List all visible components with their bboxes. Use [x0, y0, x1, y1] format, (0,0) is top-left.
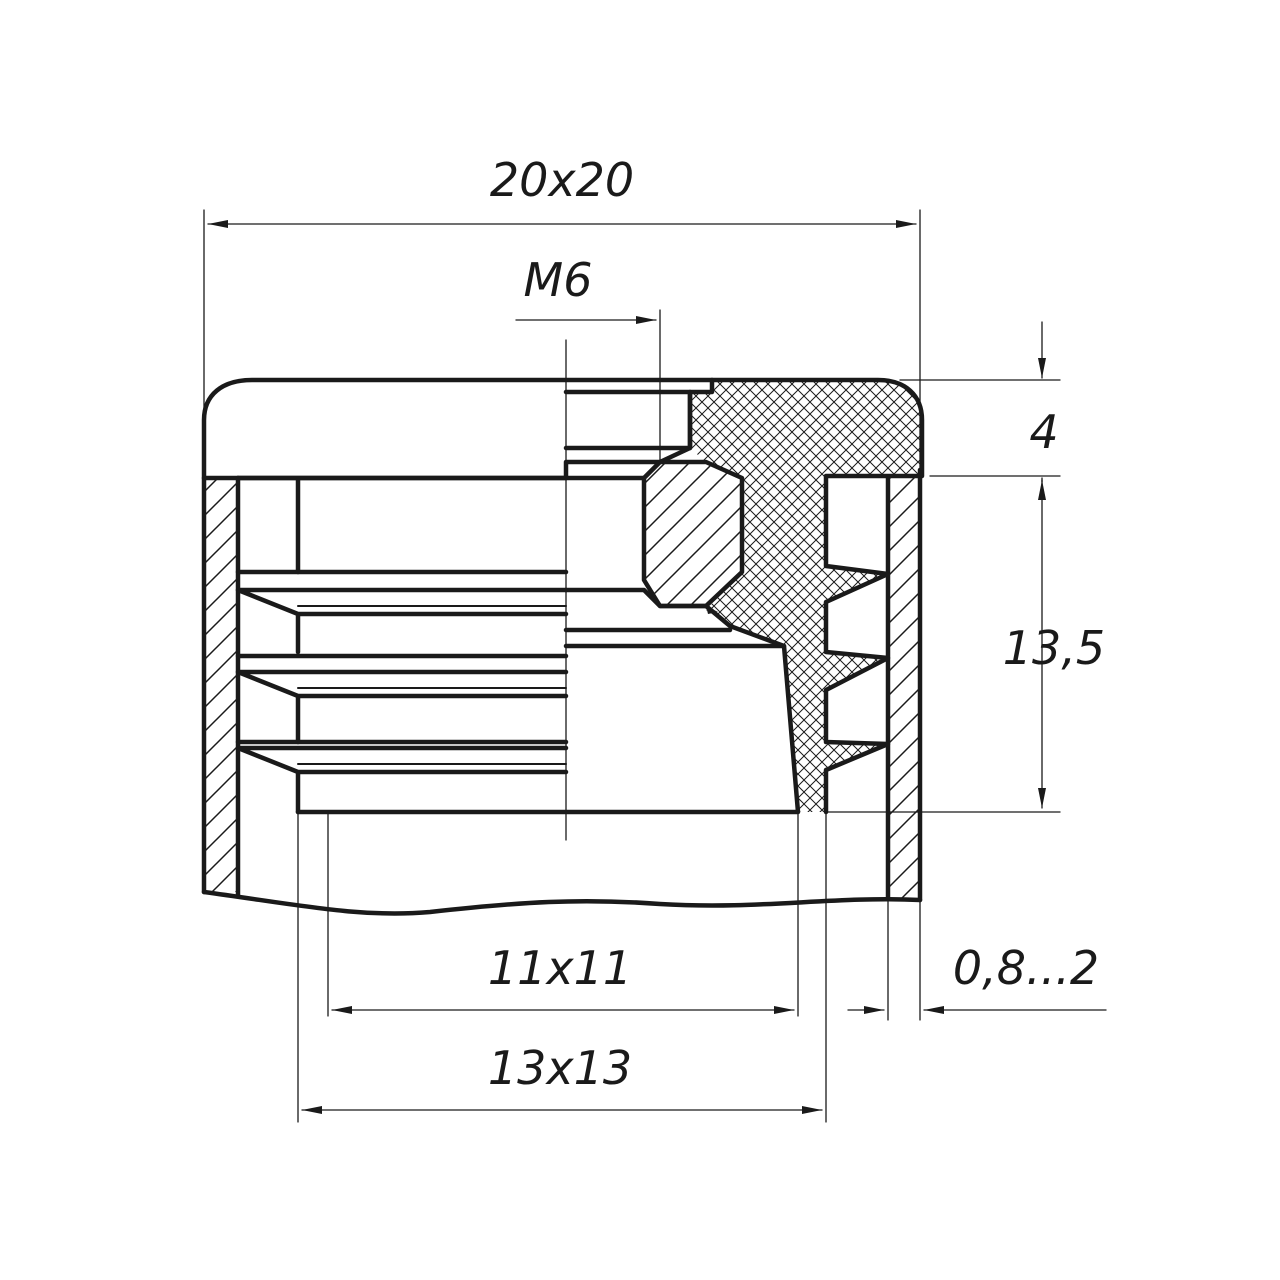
dim-overall-label: 20x20: [490, 153, 634, 207]
dim-head-height-label: 4: [1029, 405, 1058, 459]
plug-body: [235, 475, 801, 815]
dim-inner-label: 11x11: [488, 941, 632, 995]
dim-wall-label: 0,8...2: [953, 941, 1099, 995]
tube-wall-right: [885, 467, 923, 903]
dim-outer: 13x13: [297, 811, 827, 1123]
dim-inner: 11x11: [327, 811, 799, 1017]
dim-overall: 20x20: [203, 153, 921, 479]
break-line: [201, 889, 923, 916]
dim-thread-label: M6: [524, 253, 593, 307]
tube-wall-left: [201, 475, 241, 899]
dim-wall: 0,8...2: [847, 897, 1107, 1021]
dim-outer-label: 13x13: [488, 1041, 632, 1095]
dim-insert-depth: 13,5: [825, 479, 1105, 813]
dim-insert-depth-label: 13,5: [1003, 621, 1105, 675]
dim-thread: M6: [515, 253, 661, 463]
dim-head-height: 4: [899, 321, 1061, 483]
cap-head: [201, 377, 925, 815]
